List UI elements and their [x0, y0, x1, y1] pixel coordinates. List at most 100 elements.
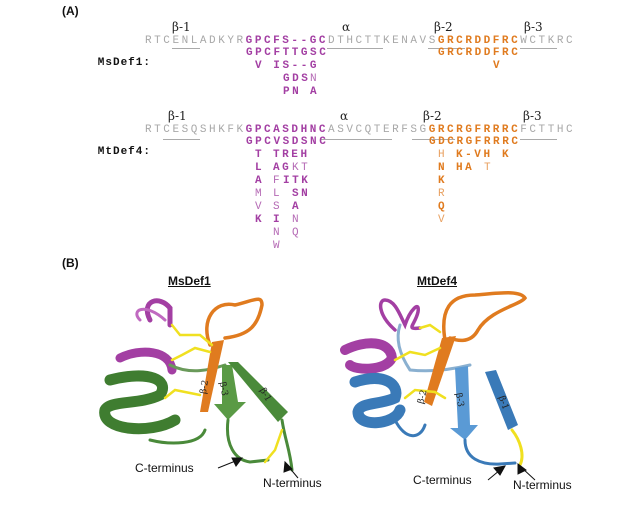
mt-var: K	[255, 214, 265, 226]
panel-b-label: (B)	[62, 256, 79, 270]
mt-var2: HA	[456, 162, 475, 174]
alpha-underline	[320, 139, 392, 140]
mt-var: KT	[292, 162, 311, 174]
mt-b3-label: β-3	[523, 109, 542, 123]
gamma2-motif: GRCRDDFRC	[437, 35, 521, 47]
mt-var2: T	[484, 162, 494, 174]
b1-underline	[172, 48, 200, 49]
mt-var: M	[255, 188, 265, 200]
b1-strand	[485, 370, 518, 430]
panel-a-label: (A)	[62, 4, 79, 18]
mt-b3-strand-label: β-3	[452, 392, 466, 408]
ms-c-terminus-label: C-terminus	[135, 461, 194, 475]
seq-mid: ASVCQTERFSG	[328, 124, 429, 136]
b3-strand	[214, 365, 246, 420]
msdef1-structure-title: MsDef1	[168, 274, 211, 288]
seq-pre: RTCESQSHKFK	[145, 124, 246, 136]
gamma2-motif: GRCRGFRRRC	[428, 124, 521, 136]
ms-b1-label: β-1	[172, 20, 191, 34]
seq-post: FCTTHC	[520, 124, 576, 136]
disulfide	[170, 323, 214, 347]
b2-strand	[200, 340, 224, 412]
mt-var2: Q	[438, 201, 448, 213]
b2-underline	[412, 139, 455, 140]
mt-alpha-label: α	[340, 109, 349, 123]
disulfide	[393, 346, 442, 362]
gamma1-helix	[340, 338, 398, 374]
mt-b1-label: β-1	[168, 109, 187, 123]
ms-b3-strand-label: β-3	[216, 381, 230, 397]
mt-var: ITK	[283, 175, 311, 187]
gamma1-helix	[115, 347, 177, 375]
disulfide	[170, 346, 212, 362]
ms-b3-label: β-3	[524, 20, 543, 34]
ms-var: GDS	[283, 73, 311, 85]
mt-var2: GDCRGFRRRC	[429, 136, 521, 148]
mt-var2: K-VH	[456, 149, 493, 161]
mtdef4-structure-title: MtDef4	[417, 274, 458, 288]
mt-var: L	[255, 162, 265, 174]
ms-var: V IS--G	[255, 60, 320, 72]
mtdef4-sequence: RTCESQSHKFKGPCASDHNCASVCQTERFSGGRCRGFRRR…	[145, 124, 575, 137]
mt-var: SN	[292, 188, 311, 200]
ms-var: N	[310, 73, 320, 85]
arrow-head	[493, 465, 506, 476]
disulfide	[163, 388, 202, 400]
gamma1-loop	[378, 298, 422, 332]
mt-var: Q	[292, 227, 302, 239]
arrow-head	[283, 460, 293, 473]
mtdef4-seq-row: MtDef4:	[80, 123, 151, 177]
b1-strand	[228, 362, 288, 422]
msdef1-sequence: RTCENLADKYRGPCFS--GCDTHCTTKENAVSGRCRDDFR…	[145, 35, 575, 48]
mt-var2: H	[438, 149, 448, 161]
alpha-underline	[327, 48, 383, 49]
gamma2-loop	[205, 297, 264, 347]
ms-var: GPCFTTGSC	[246, 47, 329, 59]
msdef1-ribbon	[99, 297, 294, 472]
disulfide	[263, 428, 284, 464]
msdef1-name: MsDef1	[97, 57, 144, 69]
gamma2-loop	[442, 291, 528, 343]
alpha-helix	[99, 370, 181, 435]
ms-var: PN	[283, 86, 302, 98]
seq-mid: DTHCTTKENAVS	[328, 35, 438, 47]
mt-var: TREH	[273, 149, 310, 161]
ms-var: A	[310, 86, 320, 98]
disulfide	[510, 428, 524, 467]
gamma1-motif: GPCASDHNC	[245, 124, 329, 136]
ms-b2-label: β-2	[434, 20, 453, 34]
mt-var: I	[273, 214, 283, 226]
mt-var: AG	[273, 162, 292, 174]
mt-var: L	[273, 188, 283, 200]
mt-var2: R	[438, 188, 448, 200]
mt-var: N	[292, 214, 302, 226]
b3-underline	[520, 48, 557, 49]
disulfide	[403, 388, 447, 400]
mt-var: N	[273, 227, 283, 239]
ms-var2: GRCRDDFRC	[438, 47, 521, 59]
b2-underline	[428, 48, 465, 49]
b1-underline	[163, 139, 200, 140]
mt-var: W	[273, 240, 283, 252]
sep: :	[143, 57, 151, 69]
gamma1-loop	[145, 298, 173, 328]
mt-var: A	[292, 201, 302, 213]
arrow-head	[517, 463, 527, 475]
terminus-arrows	[217, 457, 536, 481]
mt-var2: K	[502, 149, 512, 161]
mt-var: F	[273, 175, 283, 187]
gamma1-motif: GPCFS--GC	[245, 35, 329, 47]
b2-strand	[424, 336, 456, 406]
seq-pre: RTCENLADKYR	[145, 35, 246, 47]
mt-var: V	[255, 201, 265, 213]
mt-var: A	[255, 175, 265, 187]
mt-var2: V	[438, 214, 448, 226]
disulfide	[418, 323, 442, 334]
b3-strand	[450, 366, 478, 440]
b3-underline	[520, 139, 557, 140]
ms-var2: V	[493, 60, 503, 72]
seq-post: WCTKRC	[520, 35, 576, 47]
mt-var: S	[273, 201, 283, 213]
